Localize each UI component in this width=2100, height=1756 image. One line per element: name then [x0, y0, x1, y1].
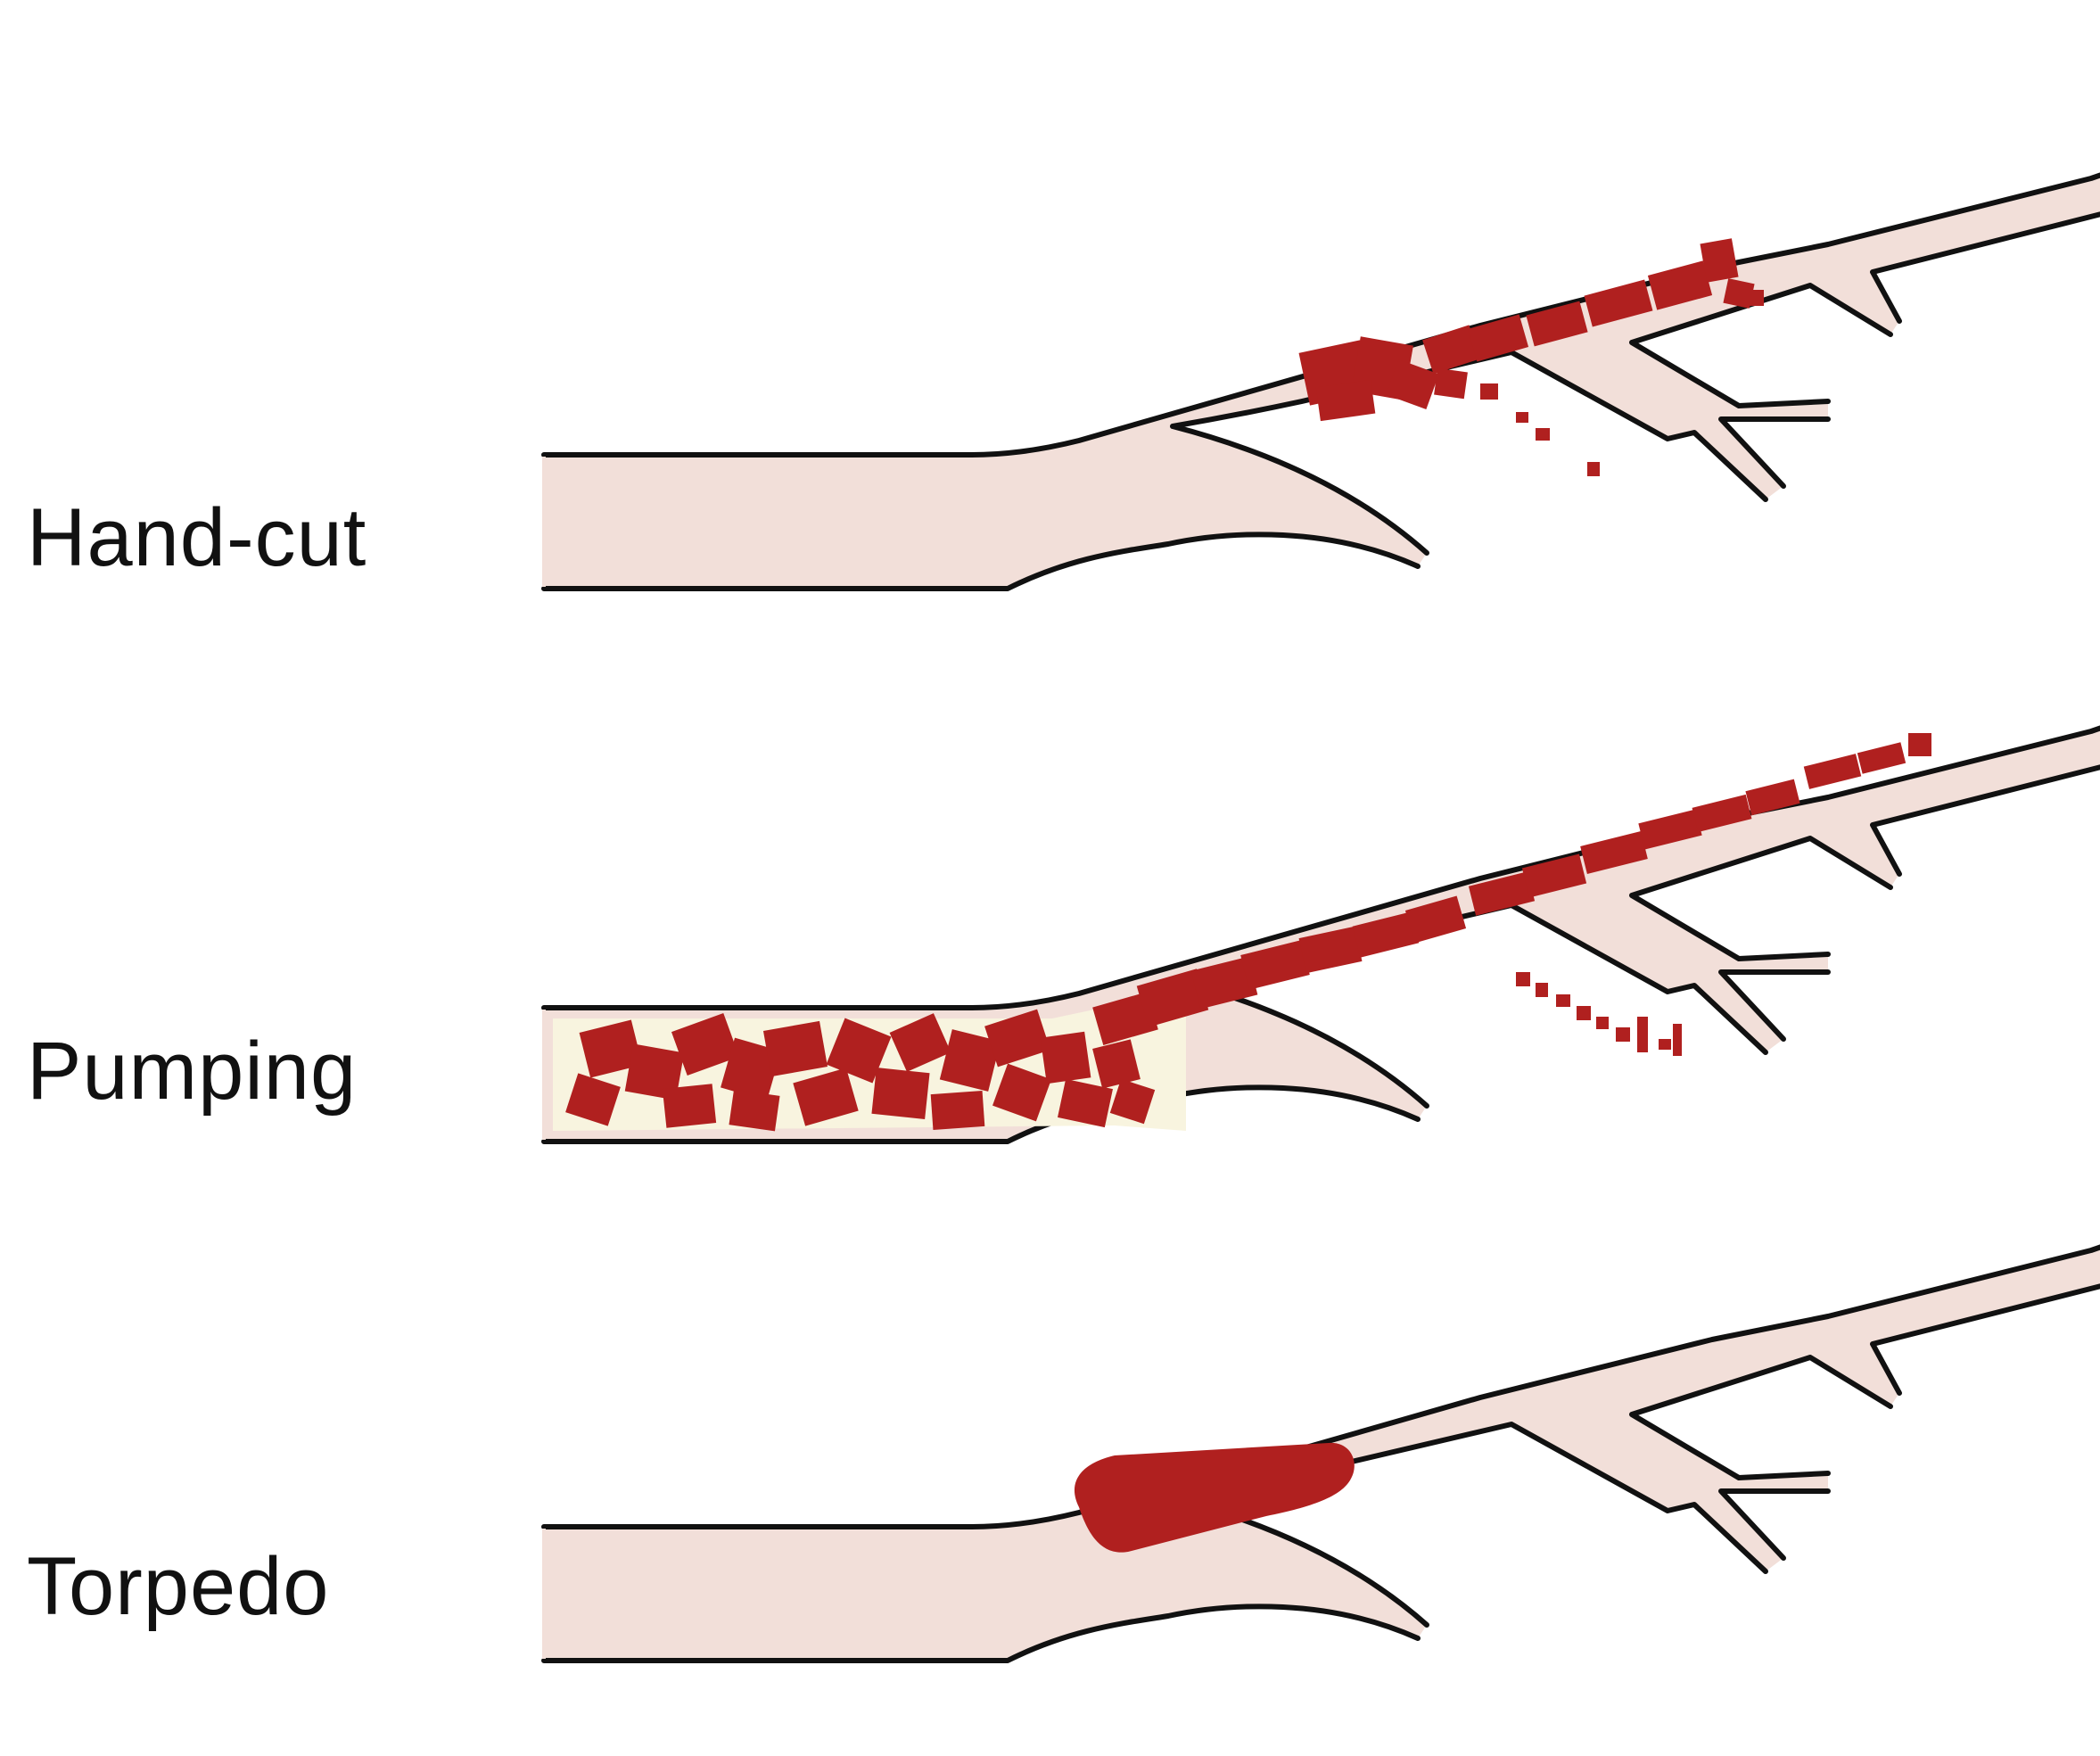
row-torpedo: Torpedo [27, 1210, 2100, 1661]
vessel-torpedo [544, 1210, 2100, 1661]
label-torpedo: Torpedo [27, 1541, 329, 1632]
torpedo-clot [1074, 1442, 1355, 1553]
label-hand-cut: Hand-cut [27, 492, 366, 583]
row-hand-cut: Hand-cut [27, 138, 2100, 589]
clot-fragments-hand-cut [1298, 238, 1764, 476]
clot-fragments-pumping [565, 733, 1931, 1132]
row-pumping: Pumping [27, 691, 2100, 1142]
label-pumping: Pumping [27, 1026, 357, 1117]
